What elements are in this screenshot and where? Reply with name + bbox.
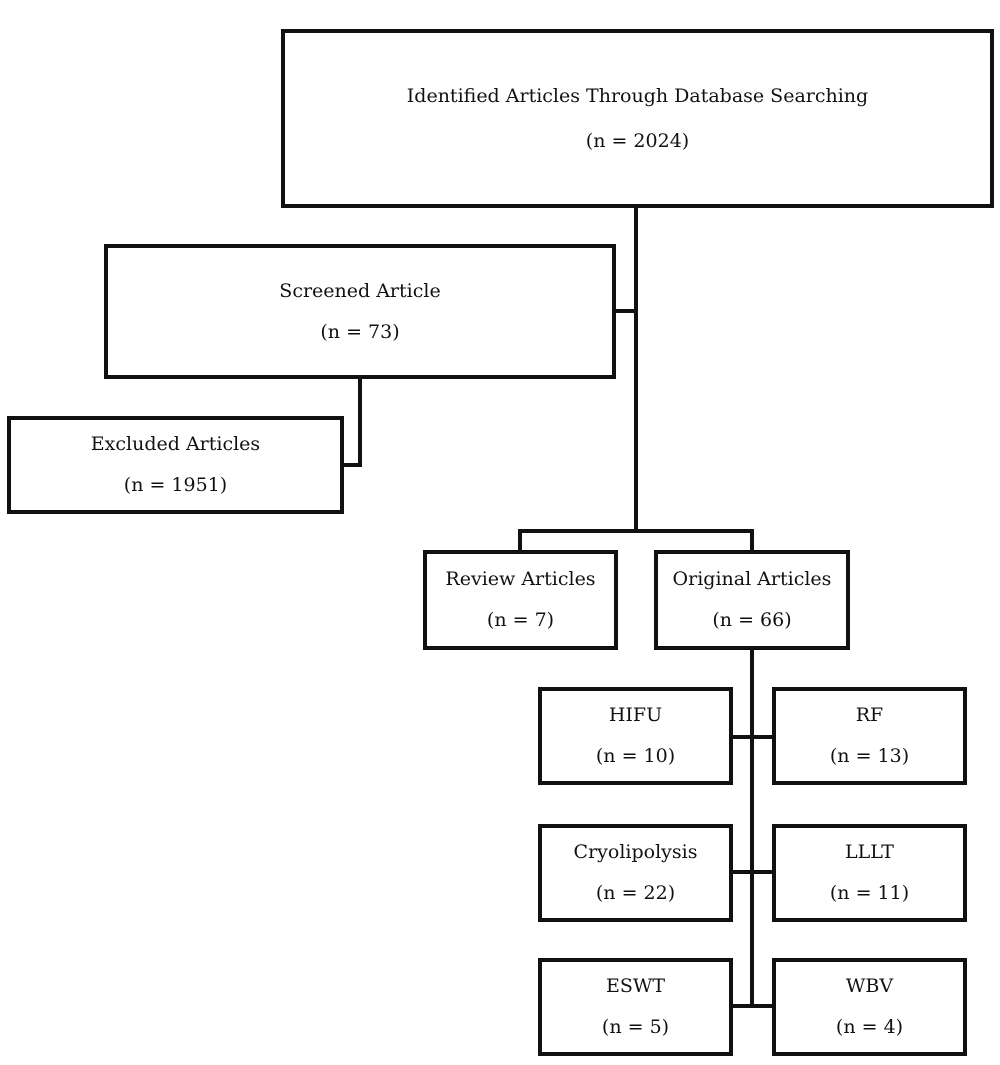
original-articles-box: Original Articles (n = 66)	[654, 550, 850, 650]
screened-article-count: (n = 73)	[320, 320, 400, 343]
hifu-count: (n = 10)	[595, 745, 676, 767]
identified-articles-count: (n = 2024)	[585, 129, 690, 152]
cryolipolysis-box: Cryolipolysis (n = 22)	[538, 824, 733, 922]
original-articles-count: (n = 66)	[712, 609, 792, 631]
eswt-box: ESWT (n = 5)	[538, 958, 733, 1056]
screened-article-box: Screened Article (n = 73)	[104, 244, 616, 379]
wbv-count: (n = 4)	[835, 1016, 904, 1038]
wbv-box: WBV (n = 4)	[772, 958, 967, 1056]
lllt-count: (n = 11)	[829, 882, 910, 904]
hifu-box: HIFU (n = 10)	[538, 687, 733, 785]
eswt-count: (n = 5)	[601, 1016, 670, 1038]
excluded-articles-box: Excluded Articles (n = 1951)	[7, 416, 344, 514]
cryolipolysis-count: (n = 22)	[595, 882, 676, 904]
rf-box: RF (n = 13)	[772, 687, 967, 785]
rf-count: (n = 13)	[829, 745, 910, 767]
review-articles-count: (n = 7)	[486, 609, 555, 631]
original-articles-title: Original Articles	[672, 568, 832, 590]
excluded-articles-title: Excluded Articles	[90, 433, 261, 455]
review-articles-box: Review Articles (n = 7)	[423, 550, 618, 650]
cryolipolysis-title: Cryolipolysis	[573, 841, 698, 863]
eswt-title: ESWT	[605, 975, 666, 997]
screened-article-title: Screened Article	[279, 279, 441, 302]
hifu-title: HIFU	[608, 704, 663, 726]
rf-title: RF	[855, 704, 884, 726]
review-articles-title: Review Articles	[445, 568, 596, 590]
identified-articles-box: Identified Articles Through Database Sea…	[281, 29, 994, 208]
excluded-articles-count: (n = 1951)	[123, 474, 228, 496]
wbv-title: WBV	[845, 975, 894, 997]
lllt-title: LLLT	[845, 841, 894, 863]
identified-articles-title: Identified Articles Through Database Sea…	[406, 84, 869, 107]
lllt-box: LLLT (n = 11)	[772, 824, 967, 922]
